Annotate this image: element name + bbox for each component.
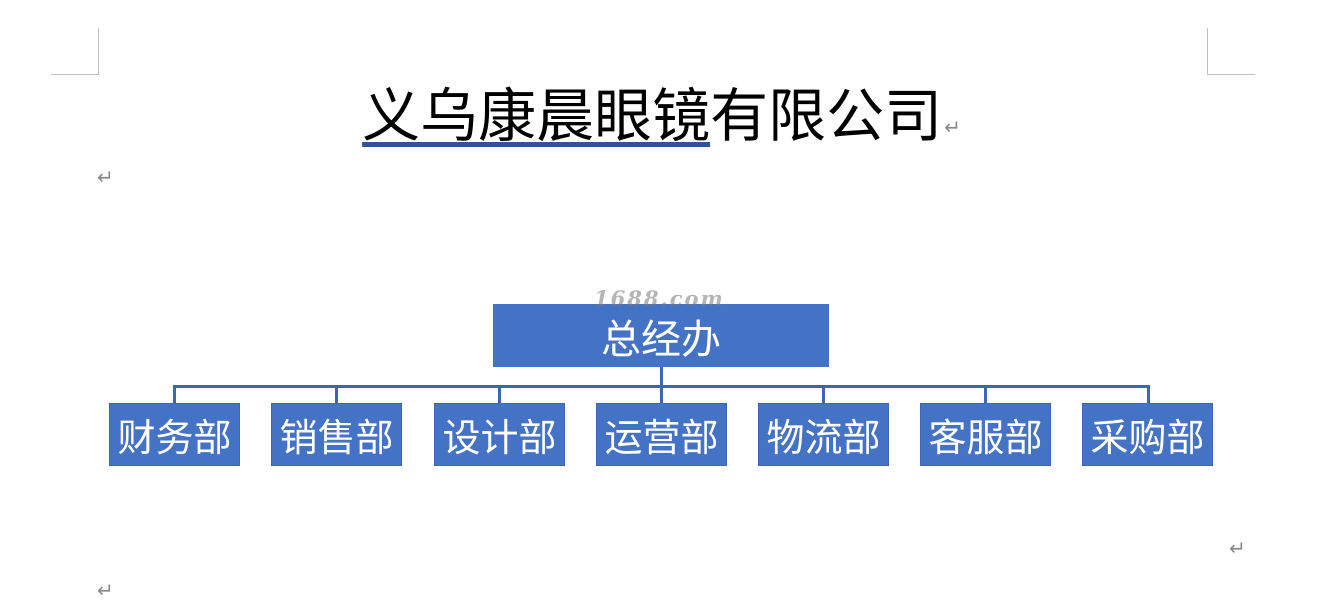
paragraph-mark-icon: ↵	[944, 115, 961, 139]
org-node-department[interactable]: 设计部	[434, 403, 565, 466]
connector-root-stem	[660, 367, 663, 387]
connector-drop	[498, 385, 501, 403]
paragraph-mark-icon: ↵	[1229, 536, 1246, 560]
connector-drop	[660, 385, 663, 403]
paragraph-mark-icon: ↵	[97, 165, 114, 189]
org-node-department[interactable]: 客服部	[920, 403, 1051, 466]
connector-drop	[1147, 385, 1150, 403]
org-node-department[interactable]: 运营部	[596, 403, 727, 466]
connector-drop	[984, 385, 987, 403]
org-node-department[interactable]: 销售部	[271, 403, 402, 466]
document-title[interactable]: 义乌康晨眼镜有限公司↵	[0, 82, 1323, 150]
connector-drop	[822, 385, 825, 403]
connector-drop	[173, 385, 176, 403]
org-node-department[interactable]: 采购部	[1082, 403, 1213, 466]
org-node-department[interactable]: 物流部	[758, 403, 889, 466]
page-corner-top-right	[1207, 28, 1255, 75]
document-title-rest: 有限公司	[710, 82, 943, 150]
org-node-department[interactable]: 财务部	[109, 403, 240, 466]
org-node-root[interactable]: 总经办	[493, 304, 829, 367]
page-corner-top-left	[51, 28, 99, 75]
connector-drop	[335, 385, 338, 403]
document-title-underlined: 义乌康晨眼镜	[362, 82, 711, 150]
watermark: 1688.com	[594, 286, 725, 311]
